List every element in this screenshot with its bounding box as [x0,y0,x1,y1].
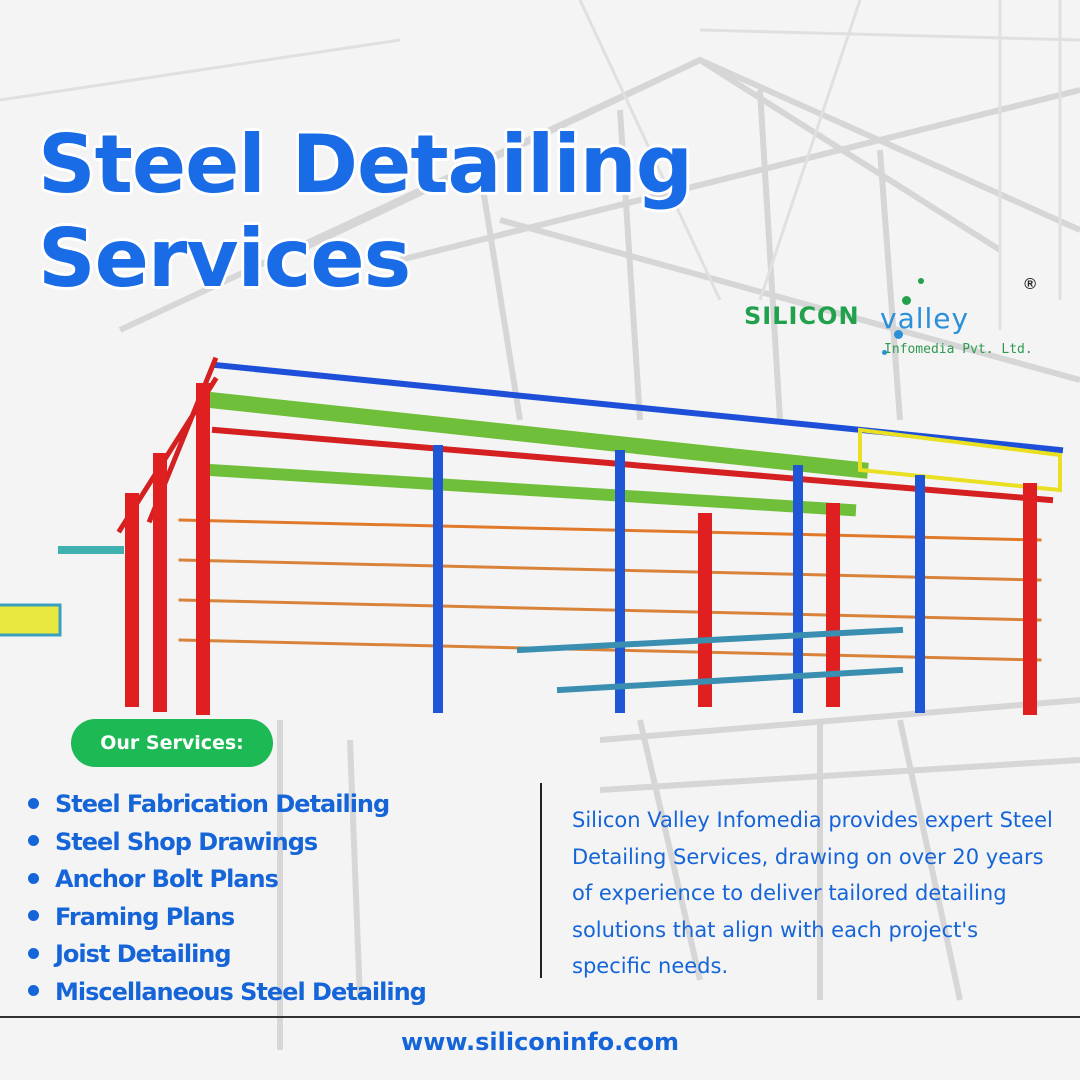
title-line-1: Steel Detailing [38,118,693,211]
logo-dot-icon [918,278,924,284]
title-line-2: Services [38,212,411,305]
our-services-badge: Our Services: [71,719,273,767]
service-item: Miscellaneous Steel Detailing [22,974,427,1012]
logo-dot-icon [902,296,911,305]
company-description: Silicon Valley Infomedia provides expert… [572,808,1053,978]
services-list: Steel Fabrication Detailing Steel Shop D… [22,786,427,1012]
logo-tagline: Infomedia Pvt. Ltd. [884,342,1033,357]
page-title: Steel Detailing Services [38,118,693,306]
footer-divider [0,1016,1080,1018]
logo-word-silicon: SILICON [744,302,860,330]
logo-dot-icon [894,330,903,339]
service-item: Steel Shop Drawings [22,824,426,862]
service-item: Steel Fabrication Detailing [22,786,426,824]
website-link[interactable]: www.siliconinfo.com [401,1028,679,1056]
logo-word-valley: valley [880,302,970,335]
service-item: Joist Detailing [22,936,426,974]
logo-dot-icon [882,350,887,355]
vertical-divider [540,783,542,978]
company-logo: ® SILICON valley Infomedia Pvt. Ltd. [742,272,1052,367]
steel-structure-illustration [0,356,1064,715]
registered-mark: ® [1024,276,1036,293]
service-item: Framing Plans [22,899,426,937]
service-item: Anchor Bolt Plans [22,861,426,899]
